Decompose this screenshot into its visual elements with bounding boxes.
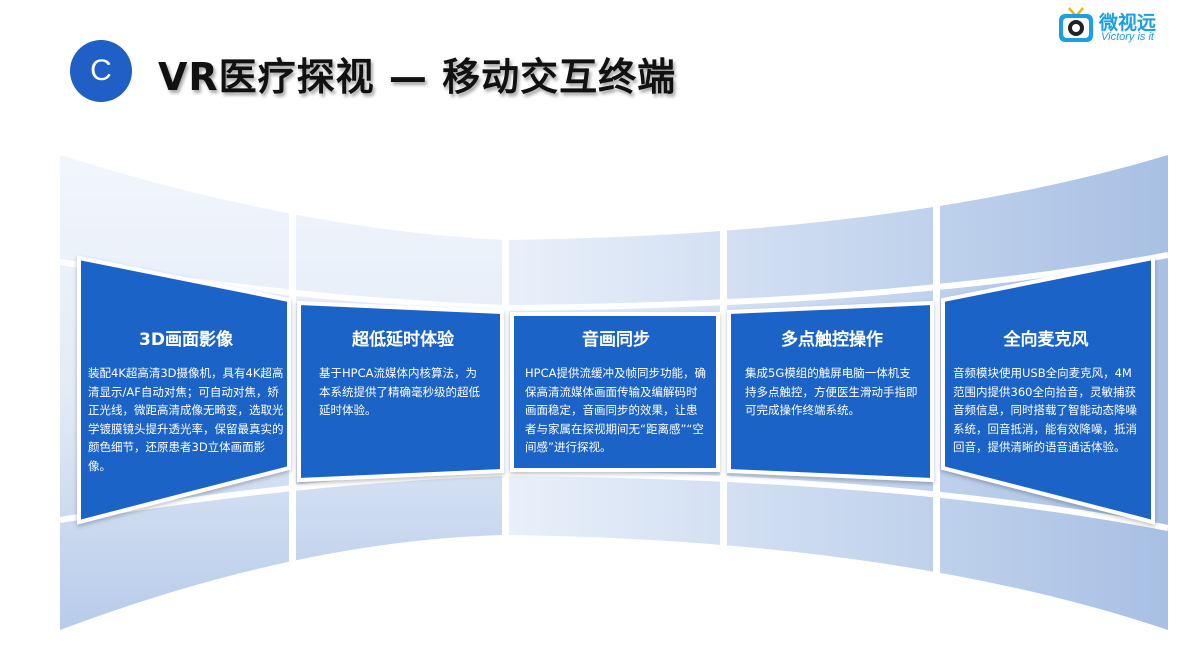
panel-4-description: 集成5G模组的触屏电脑一体机支持多点触控，方便医生滑动手指即可完成操作终端系统。	[745, 366, 918, 417]
logo-name: 微视远	[1099, 12, 1157, 34]
page-title: VR医疗探视 — 移动交互终端	[158, 55, 677, 99]
panel-3: 音画同步 HPCA提供流缓冲及帧同步功能，确保高清流媒体画面传输及编解码时画面稳…	[525, 325, 707, 457]
section-badge-letter: C	[90, 54, 112, 87]
panel-5-title: 全向麦克风	[1003, 330, 1089, 350]
panel-bg-1	[77, 255, 291, 525]
panel-bg-2	[297, 300, 504, 483]
panel-5: 全向麦克风 音频模块使用USB全向麦克风，4M范围内提供360全向拾音，灵敏捕获…	[953, 325, 1139, 457]
panel-2-description: 基于HPCA流媒体内核算法，为本系统提供了精确毫秒级的超低延时体验。	[319, 366, 480, 417]
panel-4: 多点触控操作 集成5G模组的触屏电脑一体机支持多点触控，方便医生滑动手指即可完成…	[745, 325, 919, 420]
panel-bg-5	[941, 255, 1155, 525]
panel-3-description: HPCA提供流缓冲及帧同步功能，确保高清流媒体画面传输及编解码时画面稳定，音画同…	[525, 366, 706, 454]
brand-logo: 微视远 Victory is it	[1057, 6, 1187, 46]
panel-1: 3D画面影像 装配4K超高清3D摄像机，具有4K超高清显示/AF自动对焦；可自动…	[88, 325, 284, 475]
panel-bg-4	[727, 300, 934, 483]
panel-2: 超低延时体验 基于HPCA流媒体内核算法，为本系统提供了精确毫秒级的超低延时体验…	[319, 325, 487, 420]
panel-3-title: 音画同步	[582, 330, 650, 350]
panel-1-title: 3D画面影像	[139, 330, 233, 350]
section-badge: C	[70, 40, 132, 102]
logo-slogan: Victory is it	[1101, 31, 1154, 43]
tv-robot-icon	[1059, 7, 1093, 42]
panel-5-description: 音频模块使用USB全向麦克风，4M范围内提供360全向拾音，灵敏捕获音频信息，同…	[953, 366, 1137, 454]
panel-bg-3	[510, 312, 720, 472]
panel-2-title: 超低延时体验	[352, 330, 454, 350]
panel-1-description: 装配4K超高清3D摄像机，具有4K超高清显示/AF自动对焦；可自动对焦，矫正光线…	[88, 366, 284, 473]
panel-4-title: 多点触控操作	[781, 330, 883, 350]
